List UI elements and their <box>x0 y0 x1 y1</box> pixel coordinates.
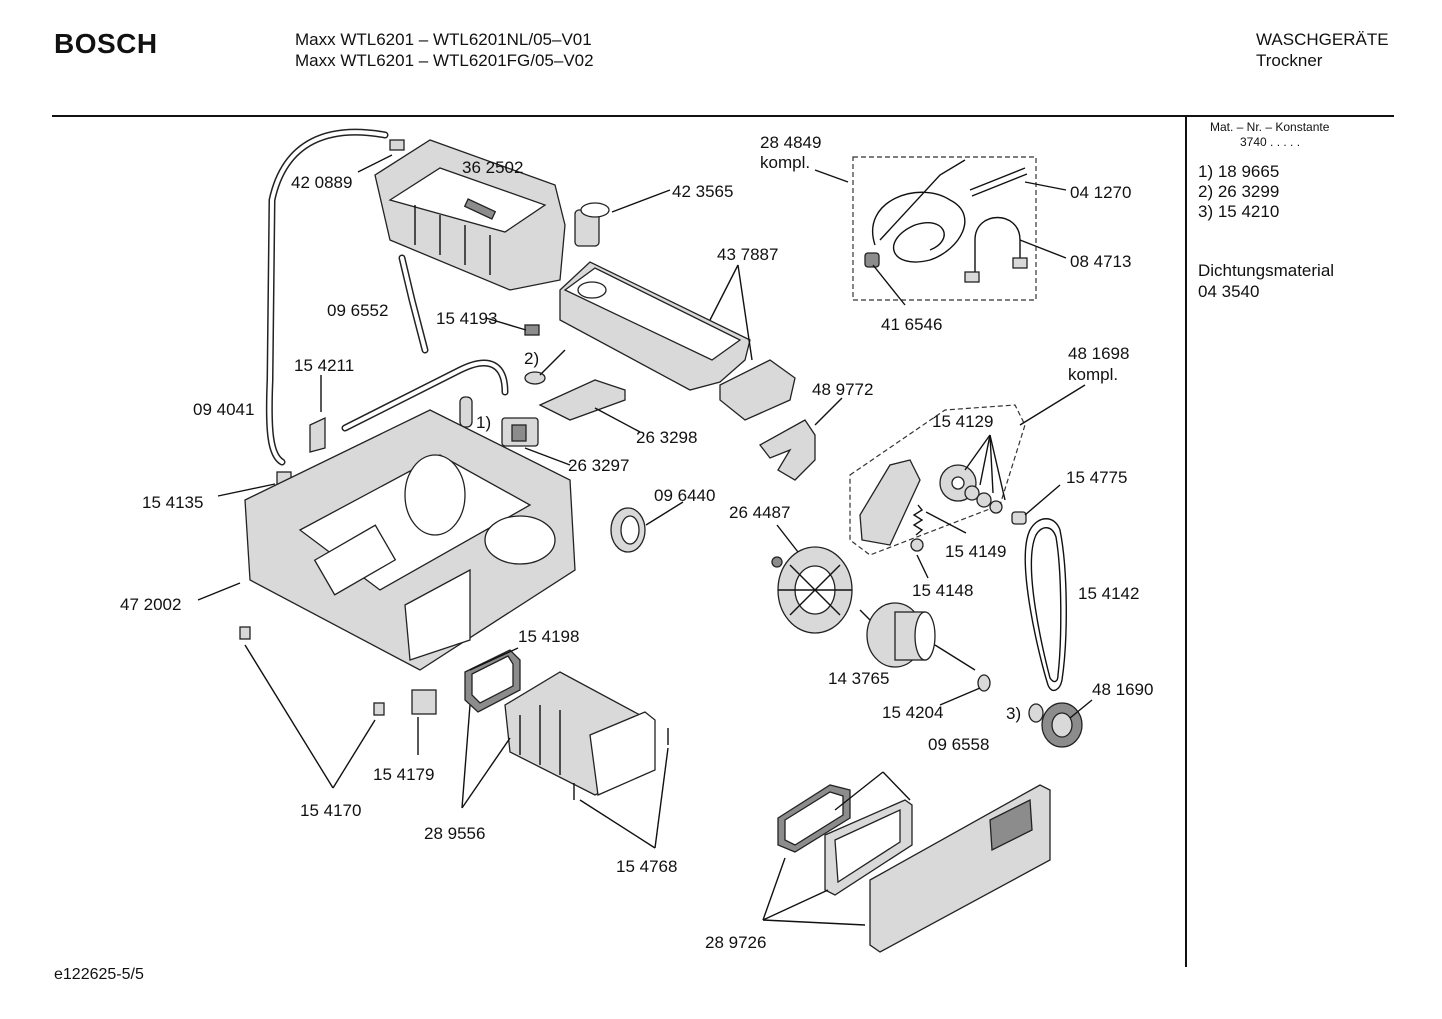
part-label: 15 4775 <box>1066 468 1127 487</box>
tensioner-assembly <box>849 404 1026 556</box>
sidebar-note-3: 3) 15 4210 <box>1198 202 1280 221</box>
water-container-part <box>559 261 751 391</box>
switch-part <box>524 324 540 336</box>
brand-logo: BOSCH <box>54 28 158 59</box>
nut-part <box>771 556 783 568</box>
washer-part <box>977 674 991 692</box>
model-line-2: Maxx WTL6201 – WTL6201FG/05–V02 <box>295 51 594 70</box>
pump-part <box>501 417 539 447</box>
motor-part <box>859 602 976 671</box>
part-label: 48 1698 <box>1068 344 1129 363</box>
part-label: 26 3298 <box>636 428 697 447</box>
connector-part <box>411 689 437 715</box>
screw-part <box>573 728 669 800</box>
sidebar-constant: 3740 . . . . . <box>1240 135 1301 149</box>
pin-part <box>910 538 924 552</box>
spring-part <box>912 504 924 536</box>
seal-material-label: Dichtungsmaterial <box>1198 261 1335 280</box>
cable-holder-part <box>759 419 816 481</box>
sidebar-note-1: 1) 18 9665 <box>1198 162 1280 181</box>
front-panel-part <box>869 784 1051 953</box>
base-frame-part <box>244 409 576 671</box>
part-label: 28 9726 <box>705 933 766 952</box>
sidebar-note-2: 2) 26 3299 <box>1198 182 1280 201</box>
part-label: 1) <box>476 413 491 432</box>
part-label: 26 4487 <box>729 503 790 522</box>
part-label: 15 4193 <box>436 309 497 328</box>
subcategory-title: Trockner <box>1256 51 1323 70</box>
part-label: 09 6440 <box>654 486 715 505</box>
part-label: kompl. <box>1068 365 1118 384</box>
part-label: 36 2502 <box>462 158 523 177</box>
part-label: 42 0889 <box>291 173 352 192</box>
drive-belt-part <box>1024 518 1067 692</box>
part-label: 48 9772 <box>812 380 873 399</box>
capacitor-part <box>459 396 473 428</box>
fan-wheel-part <box>777 546 853 634</box>
part-label: 48 1690 <box>1092 680 1153 699</box>
float-part <box>524 349 566 385</box>
header-divider <box>52 115 1394 117</box>
filter-frame-part <box>824 799 913 896</box>
nut-part <box>1028 703 1044 723</box>
part-label: 15 4768 <box>616 857 677 876</box>
category-title: WASCHGERÄTE <box>1256 30 1389 49</box>
part-label: 43 7887 <box>717 245 778 264</box>
sidebar-header: Mat. – Nr. – Konstante <box>1210 120 1330 134</box>
foot-part <box>239 626 385 716</box>
sidebar-divider <box>1185 117 1187 967</box>
bracket-part <box>538 379 626 421</box>
condenser-housing-part <box>374 139 566 291</box>
part-label: 47 2002 <box>120 595 181 614</box>
part-label: 15 4170 <box>300 801 361 820</box>
part-label: 08 4713 <box>1070 252 1131 271</box>
seal-ring-part <box>610 507 646 553</box>
pulley-part <box>1041 702 1083 748</box>
filter-box-part <box>504 671 656 796</box>
part-label: 15 4148 <box>912 581 973 600</box>
model-line-1: Maxx WTL6201 – WTL6201NL/05–V01 <box>295 30 592 49</box>
clip-part <box>389 139 405 151</box>
part-label: 15 4142 <box>1078 584 1139 603</box>
door-seal-part <box>777 784 851 853</box>
leader-lines <box>197 154 1093 926</box>
part-label: 15 4198 <box>518 627 579 646</box>
hose-part <box>265 128 389 466</box>
float-cup-part <box>574 202 610 247</box>
handle-part <box>719 359 796 421</box>
part-label: 3) <box>1006 704 1021 723</box>
seal-material-number: 04 3540 <box>1198 282 1260 301</box>
connector-part <box>309 416 326 453</box>
part-labels: 28 4849 kompl. 36 2502 42 0889 42 3565 0… <box>120 133 1153 952</box>
part-label: 28 4849 <box>760 133 821 152</box>
bushing-part <box>1011 511 1027 525</box>
part-label: 26 3297 <box>568 456 629 475</box>
part-label: 09 6552 <box>327 301 388 320</box>
document-id: e122625-5/5 <box>54 966 144 983</box>
part-label: 04 1270 <box>1070 183 1131 202</box>
part-label: 15 4179 <box>373 765 434 784</box>
hose-kit-box <box>852 156 1037 301</box>
part-label: 15 4211 <box>294 356 354 375</box>
part-label: 41 6546 <box>881 315 942 334</box>
part-label: 28 9556 <box>424 824 485 843</box>
part-label: 42 3565 <box>672 182 733 201</box>
part-label: 2) <box>524 349 539 368</box>
part-label: 09 4041 <box>193 400 254 419</box>
hose-part <box>341 254 509 432</box>
part-label: kompl. <box>760 153 810 172</box>
part-label: 15 4149 <box>945 542 1006 561</box>
part-label: 15 4129 <box>932 412 993 431</box>
part-label: 14 3765 <box>828 669 889 688</box>
part-label: 15 4204 <box>882 703 943 722</box>
part-label: 09 6558 <box>928 735 989 754</box>
part-label: 15 4135 <box>142 493 203 512</box>
